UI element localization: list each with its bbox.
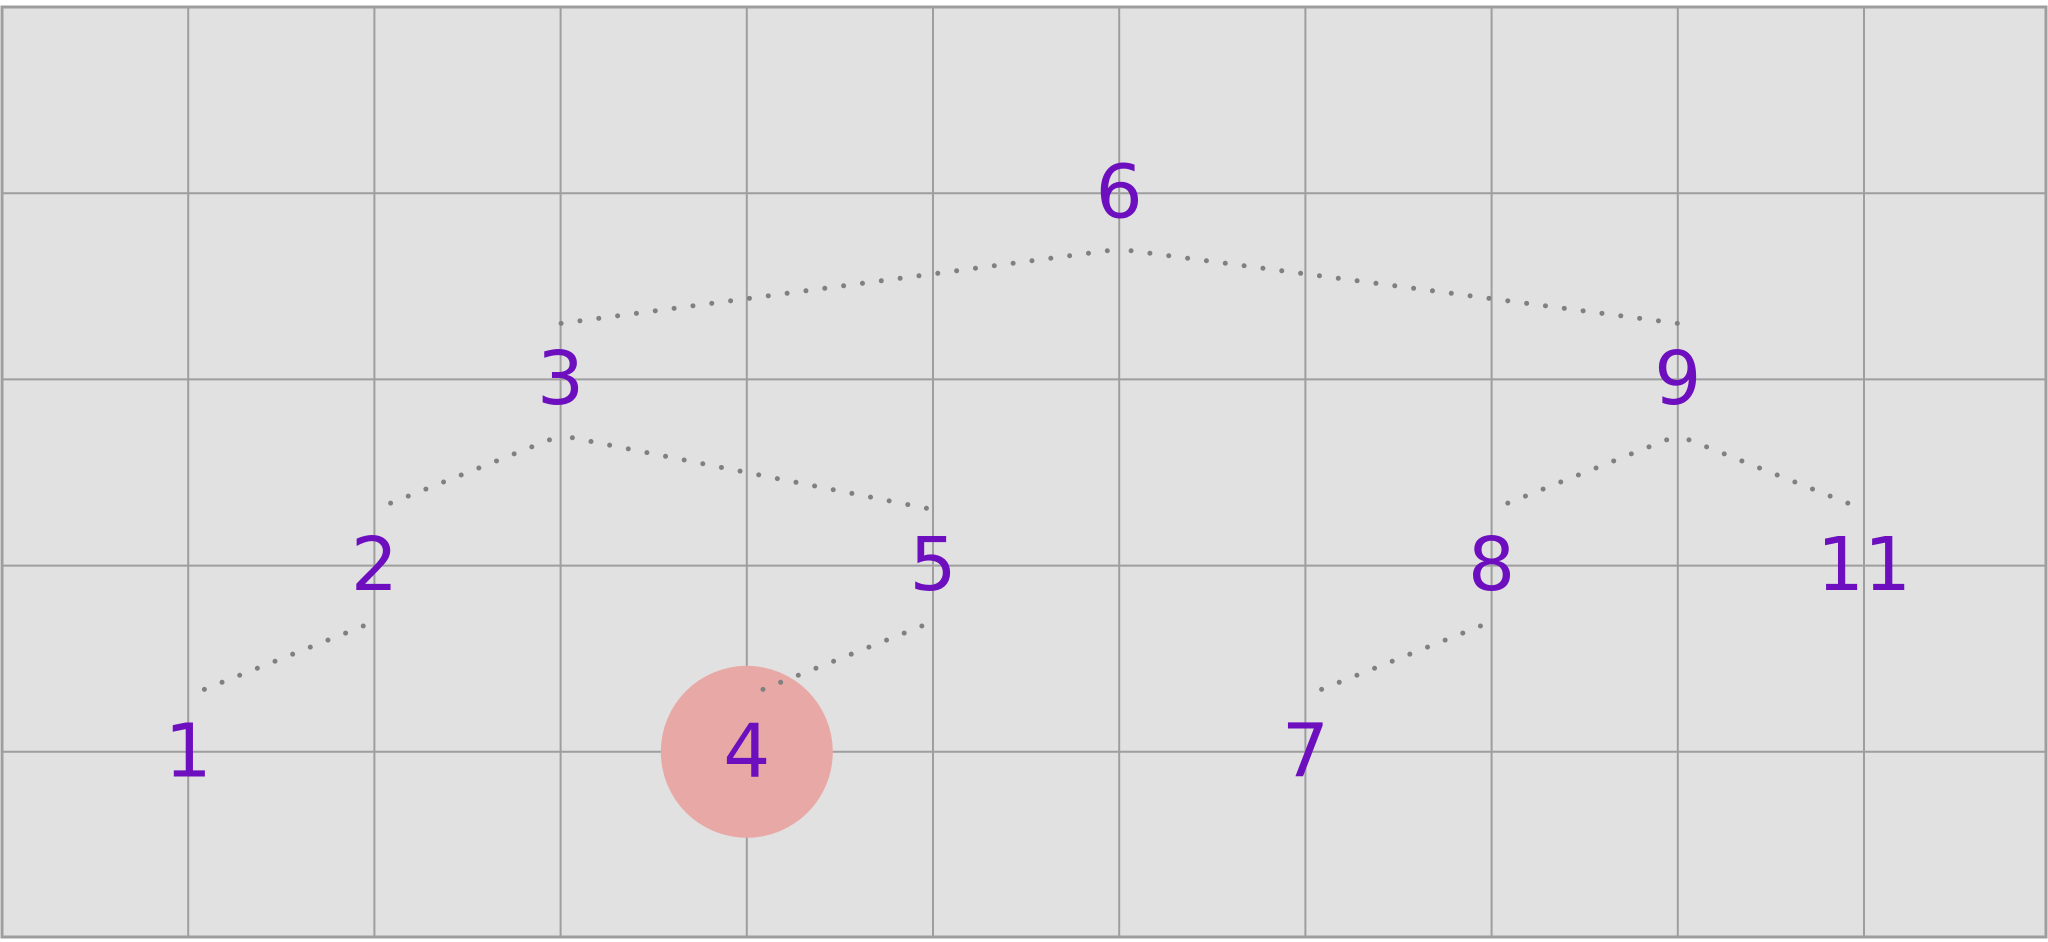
highlight-circle bbox=[660, 665, 833, 838]
tree-edge bbox=[569, 435, 936, 513]
tree-node-label: 6 bbox=[1096, 150, 1143, 236]
tree-node-label: 1 bbox=[165, 708, 212, 794]
tree-node-label: 7 bbox=[1282, 708, 1329, 794]
highlight-layer bbox=[660, 665, 833, 838]
tree-edge bbox=[1686, 437, 1867, 513]
tree-edges bbox=[185, 248, 1867, 699]
tree-node-label: 5 bbox=[909, 522, 956, 608]
tree-node-label: 8 bbox=[1468, 522, 1515, 608]
grid-background bbox=[0, 5, 2048, 939]
tree-edge bbox=[1302, 623, 1483, 699]
grid-lines bbox=[2, 7, 2046, 937]
tree-edge bbox=[1489, 437, 1670, 513]
tree-node-label: 4 bbox=[723, 708, 770, 794]
tree-node-label: 3 bbox=[537, 336, 584, 422]
tree-edge bbox=[744, 623, 925, 699]
tree-node-label: 9 bbox=[1654, 336, 1701, 422]
tree-edge bbox=[185, 623, 366, 699]
tree-node-label: 2 bbox=[351, 522, 398, 608]
tree-node-label: 11 bbox=[1817, 522, 1911, 608]
tree-edge bbox=[371, 437, 552, 513]
